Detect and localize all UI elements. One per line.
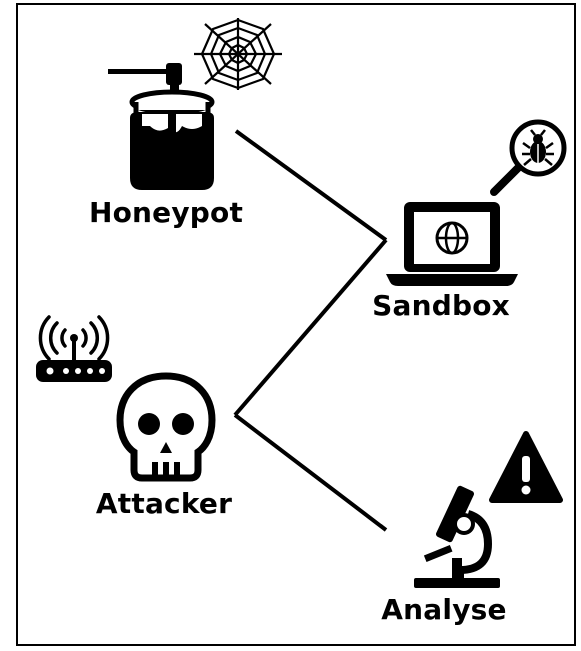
wifi-router-icon xyxy=(36,315,112,382)
honeypot-label: Honeypot xyxy=(88,196,244,229)
analyse-label: Analyse xyxy=(381,593,507,626)
connectors xyxy=(233,129,388,532)
sandbox-label: Sandbox xyxy=(372,289,510,322)
spider-web-icon xyxy=(194,18,282,90)
honey-jar-icon xyxy=(108,63,215,190)
magnifier-bug-icon xyxy=(490,119,567,196)
edge-sandbox-attacker xyxy=(233,238,388,417)
warning-triangle-icon xyxy=(489,431,563,503)
diagram-frame xyxy=(16,3,576,646)
edge-attacker-analyse xyxy=(233,413,388,532)
skull-icon xyxy=(116,372,216,482)
attacker-label: Attacker xyxy=(95,487,233,520)
edge-honeypot-sandbox xyxy=(234,129,388,242)
microscope-icon xyxy=(414,485,500,588)
laptop-globe-icon xyxy=(386,202,518,286)
